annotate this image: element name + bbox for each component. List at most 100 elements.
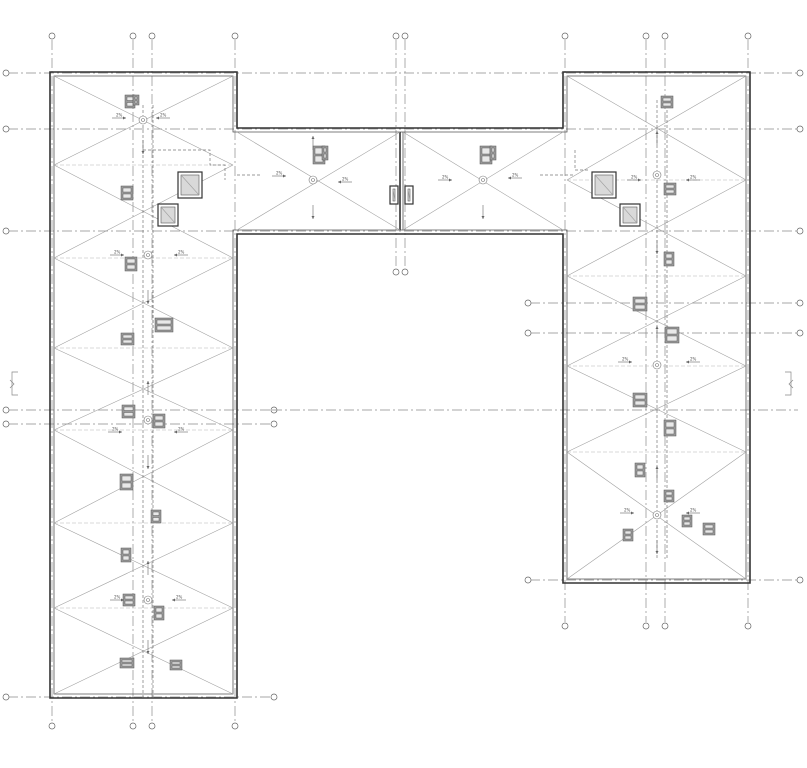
slope-label: 2% — [442, 175, 449, 180]
grid-bubble — [231, 722, 239, 730]
equipment-tag — [123, 412, 134, 417]
slope-arrowhead — [481, 216, 485, 219]
slope-arrowhead — [655, 466, 659, 469]
grid-bubble — [148, 32, 156, 40]
slope-label: 2% — [690, 175, 697, 180]
slope-arrowhead — [686, 511, 689, 515]
grid-bubble — [744, 622, 752, 630]
equipment-tag — [665, 259, 673, 265]
grid-bubble — [561, 622, 569, 630]
slope-label: 2% — [176, 595, 183, 600]
exterior-wall — [49, 71, 751, 699]
building-outline — [49, 71, 751, 699]
grid-bubble — [524, 329, 532, 337]
equipment-tag — [665, 253, 673, 259]
equipment-tag — [150, 509, 162, 524]
grid-bubble — [270, 693, 278, 701]
equipment-tag — [121, 663, 133, 667]
roof-drain — [655, 173, 659, 177]
slope-arrowhead — [146, 561, 150, 564]
slope-arrowhead — [283, 174, 286, 178]
grid-bubble — [642, 622, 650, 630]
equipment-tag — [126, 96, 134, 101]
roof-slope-diagonal — [566, 179, 747, 277]
slope-arrowhead — [141, 151, 145, 154]
equipment-tag — [323, 153, 327, 159]
equipment-tag — [152, 511, 160, 516]
grid-bubble — [2, 125, 10, 133]
slope-arrowhead — [311, 136, 315, 139]
equipment-tag — [666, 335, 678, 342]
equipment-tag — [152, 517, 160, 522]
equipment-tag — [634, 304, 646, 310]
slope-label: 2% — [116, 113, 123, 118]
equipment-tag — [704, 524, 714, 529]
slope-label: 2% — [112, 427, 119, 432]
equipment-tag — [702, 522, 716, 536]
slope-arrowhead — [121, 598, 124, 602]
equipment-tag — [634, 400, 646, 406]
grid-bubble — [2, 69, 10, 77]
equipment-tag — [481, 147, 491, 155]
equipment-tag — [154, 415, 164, 421]
equipment-tag — [156, 325, 172, 331]
equipment-tag — [489, 145, 497, 161]
equipment-tag — [124, 595, 134, 600]
slope-label: 2% — [512, 173, 519, 178]
grid-bubble — [796, 329, 804, 337]
equipment-tag — [171, 661, 181, 665]
grid-bubble — [561, 32, 569, 40]
roof-hatch — [594, 174, 614, 196]
section-marker-left — [11, 371, 18, 396]
slope-arrowhead — [146, 466, 150, 469]
grid-bubble — [2, 693, 10, 701]
section-marker-right — [788, 379, 794, 389]
section-markers — [9, 371, 794, 396]
slope-arrowhead — [123, 116, 126, 120]
equipment-tag — [704, 529, 714, 534]
equipment-tag — [123, 406, 134, 411]
roof-drain — [655, 363, 659, 367]
roof-slope-diagonal — [53, 257, 234, 349]
equipment-tag — [321, 145, 329, 161]
grid-lines — [2, 32, 804, 730]
equipment-tag — [662, 102, 672, 107]
equipment-tag — [126, 264, 136, 270]
grid-bubble — [129, 32, 137, 40]
grid-bubble — [524, 576, 532, 584]
roof-slope-diagonal — [566, 75, 747, 181]
equipment-tag — [665, 428, 675, 435]
slope-arrowhead — [146, 651, 150, 654]
roof-slope-diagonal — [53, 522, 234, 609]
roof-slope-diagonal — [53, 429, 234, 524]
equipment-tag — [169, 659, 183, 671]
equipment-tag — [665, 491, 673, 496]
grid-bubble — [48, 722, 56, 730]
equipment-tag — [121, 475, 132, 482]
equipment-tag — [624, 530, 632, 535]
grid-bubble — [270, 420, 278, 428]
equipment-tag — [622, 528, 634, 542]
equipment-tag — [154, 421, 164, 427]
equipment-tag — [155, 613, 163, 619]
equipment-tag — [662, 97, 672, 102]
slope-arrowhead — [686, 360, 689, 364]
equipment-tag — [665, 496, 673, 501]
grid-bubble — [524, 299, 532, 307]
grid-bubble — [2, 227, 10, 235]
grid-bubble — [796, 69, 804, 77]
equipment-tag — [134, 96, 138, 100]
equipment-tag — [681, 514, 693, 528]
equipment-tag — [665, 184, 675, 189]
slope-label: 2% — [160, 113, 167, 118]
equipment-tag — [122, 555, 130, 561]
slope-label: 2% — [631, 175, 638, 180]
grid-bubble — [661, 32, 669, 40]
equipment-tag — [491, 153, 495, 159]
equipment-tag — [666, 328, 678, 335]
roof-drain — [141, 118, 145, 122]
slope-arrowhead — [629, 360, 632, 364]
grid-bubble — [796, 125, 804, 133]
roof-fixtures — [138, 115, 662, 605]
roof-access — [622, 206, 638, 224]
